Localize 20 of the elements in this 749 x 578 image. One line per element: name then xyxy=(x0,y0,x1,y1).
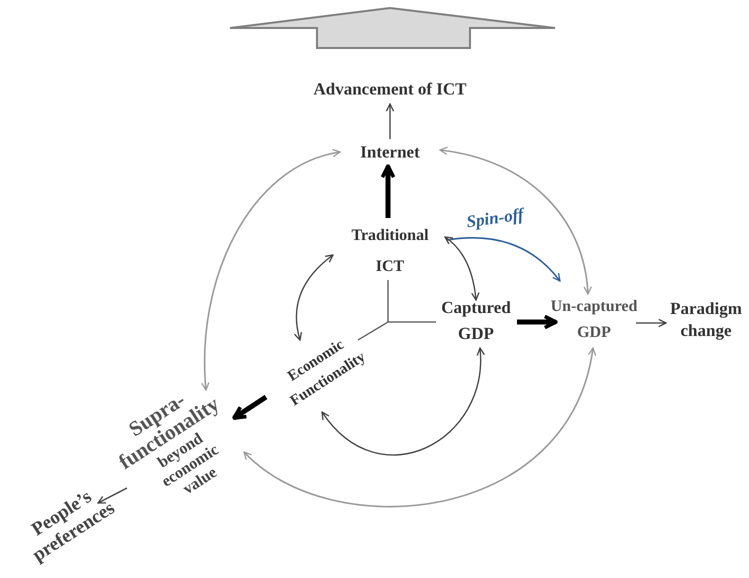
edge-label: Spin-off xyxy=(465,206,525,230)
node-label: Paradigm change xyxy=(669,298,743,342)
arrow xyxy=(636,318,667,328)
arrow xyxy=(97,487,128,504)
arrow xyxy=(201,150,341,391)
node-label: Advancement of ICT xyxy=(314,78,466,100)
node-label: Un-captured GDP xyxy=(550,297,638,343)
arrow xyxy=(446,237,561,282)
arrow xyxy=(517,314,558,330)
node-label: Internet xyxy=(360,141,420,164)
node-label: Traditional ICT xyxy=(350,226,430,277)
arrow xyxy=(321,347,484,456)
arrow xyxy=(386,103,394,139)
arrow xyxy=(294,254,334,341)
node-label: Captured GDP xyxy=(440,297,512,345)
arrow xyxy=(380,164,396,218)
arrow xyxy=(444,236,480,301)
arrow xyxy=(243,347,596,507)
arrow xyxy=(232,394,268,420)
arrow xyxy=(439,146,592,295)
